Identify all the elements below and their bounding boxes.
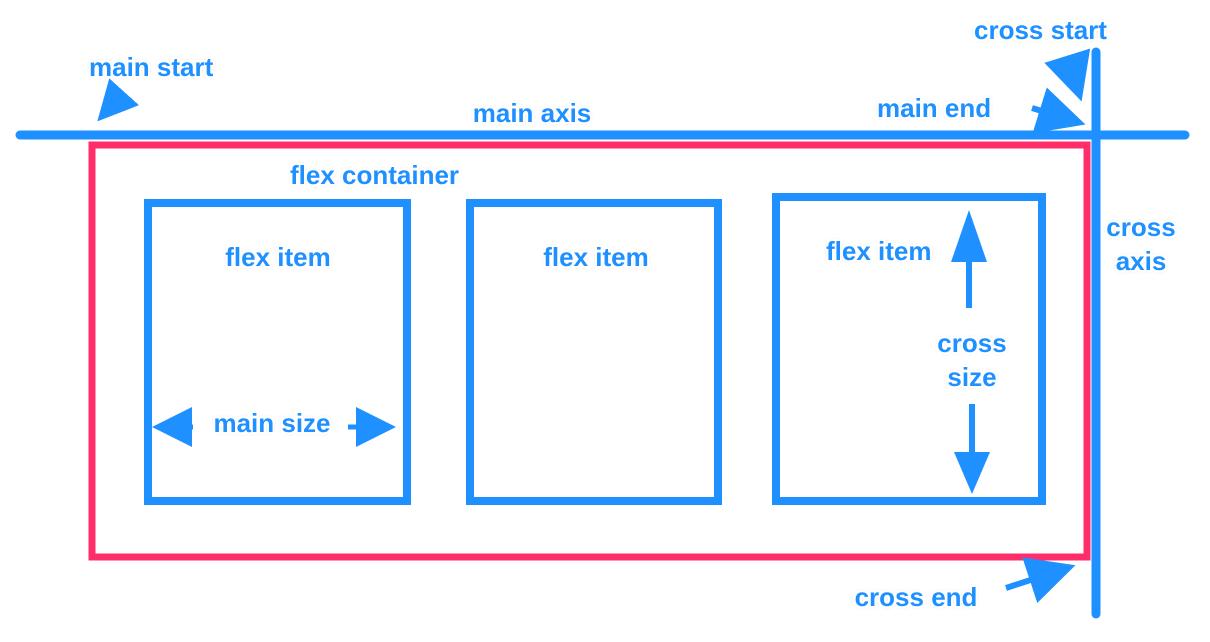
cross-axis-label-line-2: axis <box>1115 246 1167 276</box>
flex-item-box-1 <box>144 199 411 505</box>
cross-axis-label-line-1: cross <box>1106 212 1176 242</box>
cross-start-arrow <box>1044 48 1091 102</box>
cross-end-arrow <box>1005 557 1076 604</box>
cross-end-label: cross end <box>854 582 978 612</box>
main-end-label: main end <box>877 93 992 123</box>
flex-item-label-2: flex item <box>543 242 649 272</box>
cross-size-arrow-up <box>951 210 987 308</box>
flex-item-box-3 <box>772 193 1046 505</box>
cross-size-label-line-1: cross <box>937 328 1007 358</box>
flex-item-box-2 <box>466 199 722 505</box>
main-start-arrow <box>97 78 139 122</box>
flex-container-label: flex container <box>290 160 460 190</box>
cross-size-label-line-2: size <box>947 362 997 392</box>
flex-item-label-1: flex item <box>225 242 331 272</box>
cross-size-arrow-down <box>954 404 990 494</box>
main-end-arrow <box>1031 87 1086 134</box>
main-start-label: main start <box>89 52 214 82</box>
main-axis-label: main axis <box>472 98 592 128</box>
cross-axis-label: cross axis <box>1106 210 1175 278</box>
cross-start-label: cross start <box>974 15 1107 45</box>
main-size-label: main size <box>213 408 331 438</box>
flex-item-label-3: flex item <box>826 236 932 266</box>
cross-size-label: cross size <box>937 326 1006 394</box>
flex-container-box <box>88 141 1091 561</box>
